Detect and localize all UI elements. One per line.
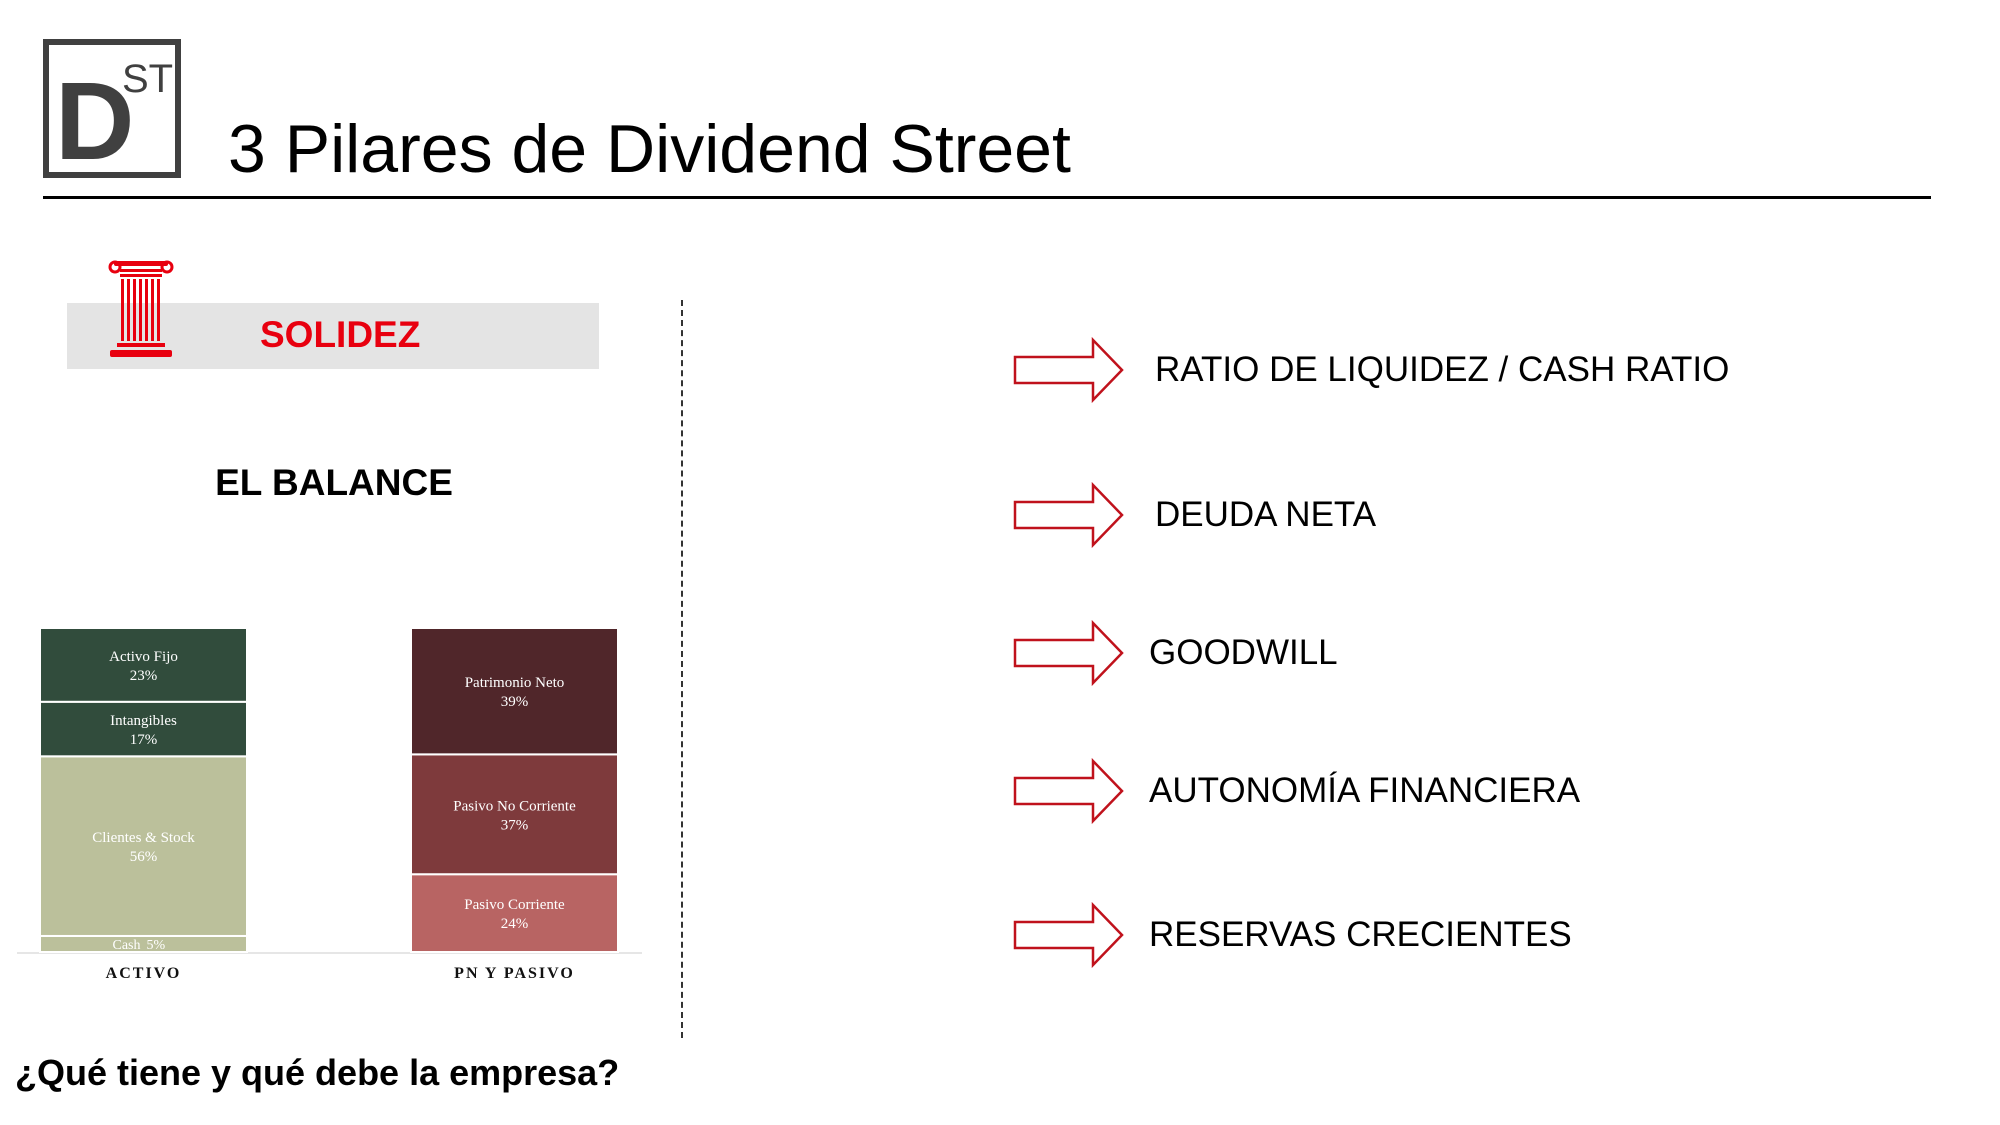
dashed-divider [681, 300, 683, 1038]
arrow-right-icon [1013, 902, 1124, 968]
pillar-banner [67, 303, 599, 369]
bar-segment [410, 627, 619, 756]
segment-label: Intangibles [110, 713, 177, 729]
segment-label: Clientes & Stock [92, 830, 195, 846]
category-label: ACTIVO [106, 965, 182, 982]
arrow-right-icon [1013, 758, 1124, 824]
ratio-item: DEUDA NETA [1013, 482, 1376, 548]
page-title: 3 Pilares de Dividend Street [228, 111, 1071, 187]
ratio-label: RATIO DE LIQUIDEZ / CASH RATIO [1155, 350, 1730, 389]
bar-segment [410, 873, 619, 953]
segment-value: 37% [501, 817, 529, 833]
segment-value: 23% [130, 668, 158, 684]
ratio-item: AUTONOMÍA FINANCIERA [1013, 758, 1580, 824]
question-text: ¿Qué tiene y qué debe la empresa? [15, 1052, 620, 1093]
ratio-label: DEUDA NETA [1155, 495, 1377, 534]
segment-value: 17% [130, 732, 158, 748]
pillar-icon [108, 260, 174, 357]
logo-sup: ST [122, 57, 174, 101]
category-label: PN Y PASIVO [454, 965, 575, 982]
ratio-item: RESERVAS CRECIENTES [1013, 902, 1572, 968]
ratio-label: AUTONOMÍA FINANCIERA [1149, 771, 1581, 810]
title-rule [43, 196, 1931, 199]
bar-segment [39, 627, 248, 703]
bar-segment [410, 753, 619, 876]
ratio-item: GOODWILL [1013, 620, 1338, 686]
segment-label: Cash [113, 938, 141, 953]
bar-segment [39, 755, 248, 937]
bar-segment [39, 700, 248, 758]
segment-value: 56% [130, 849, 158, 865]
bar-segment [39, 934, 248, 953]
segment-value: 24% [501, 916, 529, 932]
segment-value: 5% [147, 938, 166, 953]
ratio-label: RESERVAS CRECIENTES [1149, 915, 1572, 954]
segment-label: Patrimonio Neto [465, 675, 565, 691]
arrow-right-icon [1013, 482, 1124, 548]
segment-label: Activo Fijo [109, 649, 178, 665]
pillar-label: SOLIDEZ [260, 314, 421, 355]
balance-title: EL BALANCE [215, 462, 453, 503]
segment-label: Pasivo No Corriente [453, 798, 576, 814]
segment-label: Pasivo Corriente [464, 897, 565, 913]
segment-value: 39% [501, 694, 529, 710]
arrow-right-icon [1013, 620, 1124, 686]
logo-main: D [55, 60, 135, 183]
balance-chart: Cash 5% Clientes & Stock 56% Intangibles 17% A… [17, 627, 642, 982]
logo: D ST [43, 39, 181, 178]
ratio-label: GOODWILL [1149, 633, 1338, 672]
arrow-right-icon [1013, 337, 1124, 403]
ratio-item: RATIO DE LIQUIDEZ / CASH RATIO [1013, 337, 1729, 403]
